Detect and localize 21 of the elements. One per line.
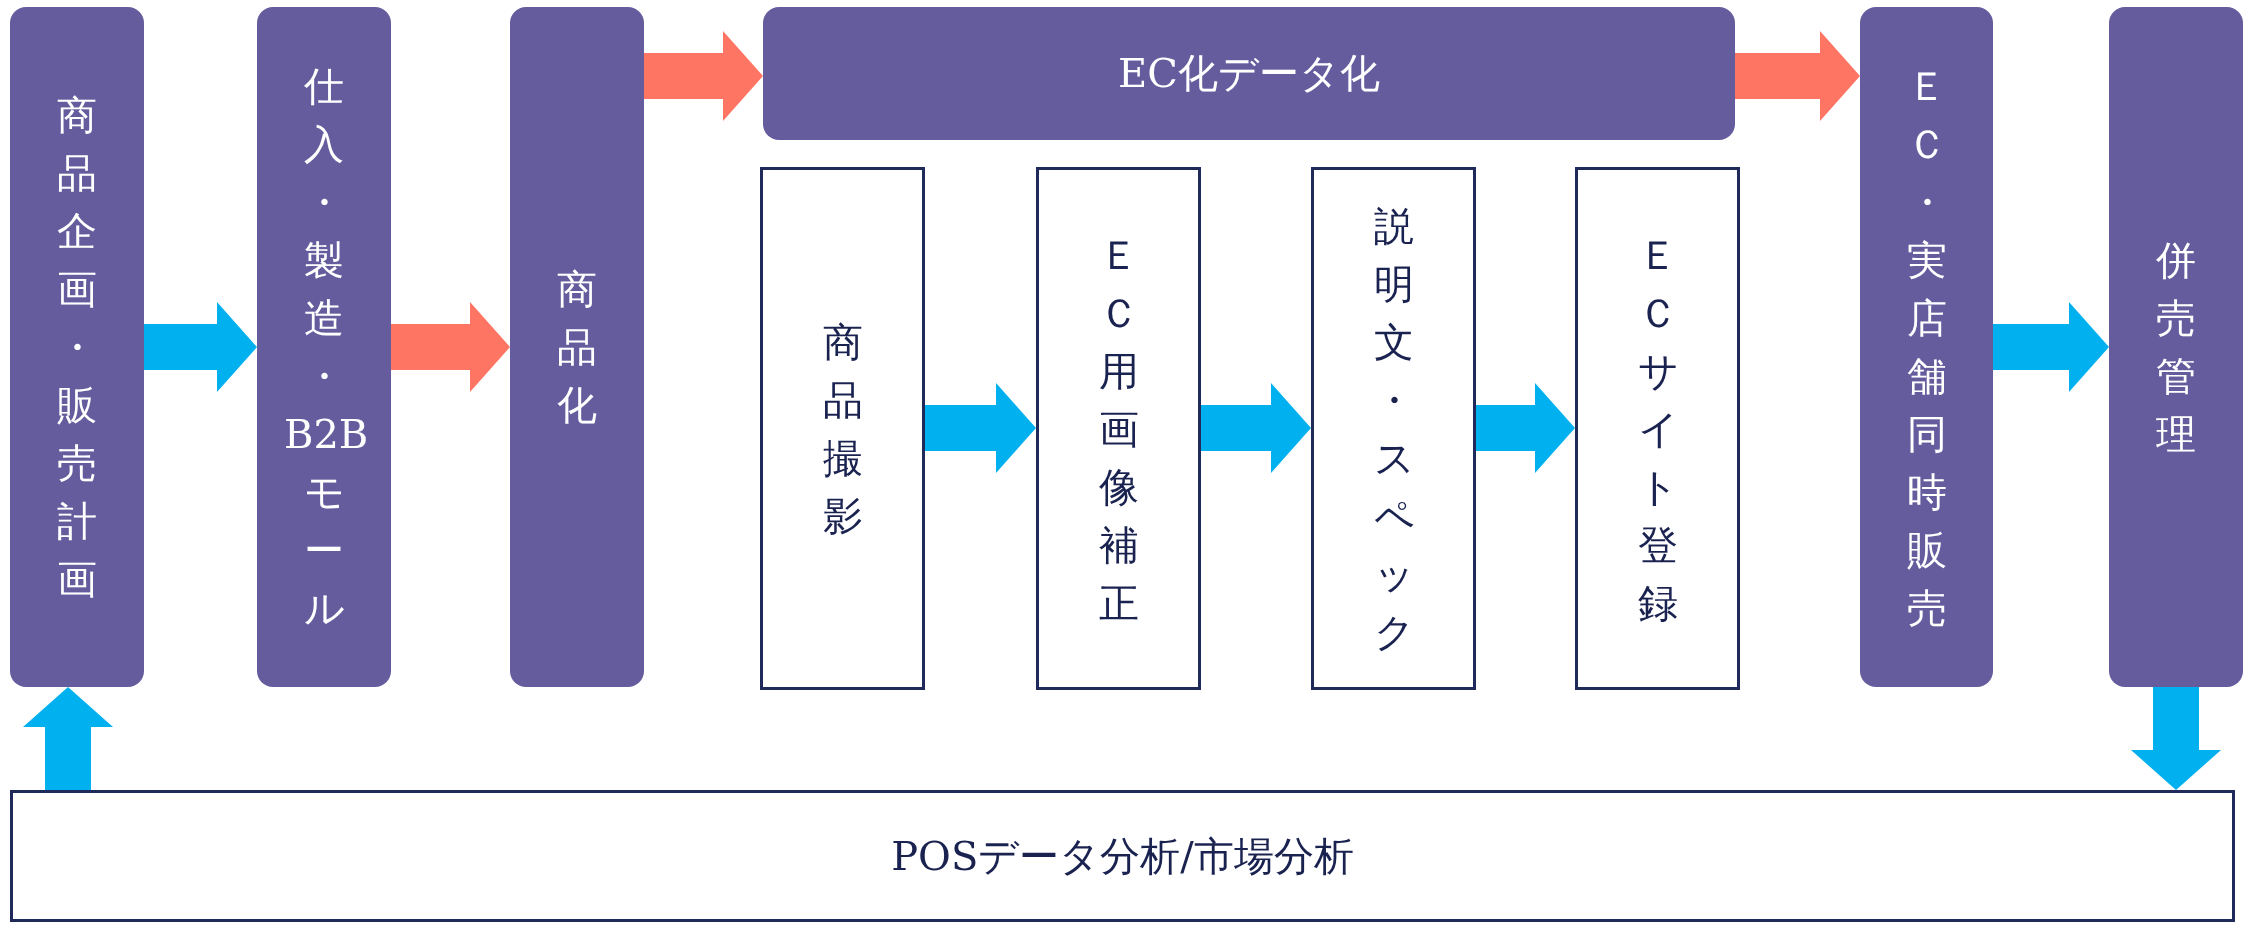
block-arrow xyxy=(144,302,257,392)
block-arrow xyxy=(925,383,1036,473)
block-arrow xyxy=(644,31,763,121)
process-box: ＥＣ・実店舗同時販売 xyxy=(1860,7,1993,687)
step-box: 説明文・スペック xyxy=(1311,167,1476,690)
process-box: 併売管理 xyxy=(2109,7,2243,687)
step-box: ＥＣ用画像補正 xyxy=(1036,167,1201,690)
process-box: 仕入・製造・B2Bモール xyxy=(257,7,391,687)
step-box: 商品撮影 xyxy=(760,167,925,690)
block-arrow xyxy=(2131,687,2221,790)
step-box: POSデータ分析/市場分析 xyxy=(10,790,2235,922)
process-box: EC化データ化 xyxy=(763,7,1735,140)
step-box: ＥＣサイト登録 xyxy=(1575,167,1740,690)
process-box: 商品企画・販売計画 xyxy=(10,7,144,687)
block-arrow xyxy=(1735,31,1860,121)
block-arrow xyxy=(1993,302,2109,392)
process-box: 商品化 xyxy=(510,7,644,687)
block-arrow xyxy=(1201,383,1311,473)
block-arrow xyxy=(23,687,113,790)
block-arrow xyxy=(391,302,510,392)
block-arrow xyxy=(1476,383,1575,473)
